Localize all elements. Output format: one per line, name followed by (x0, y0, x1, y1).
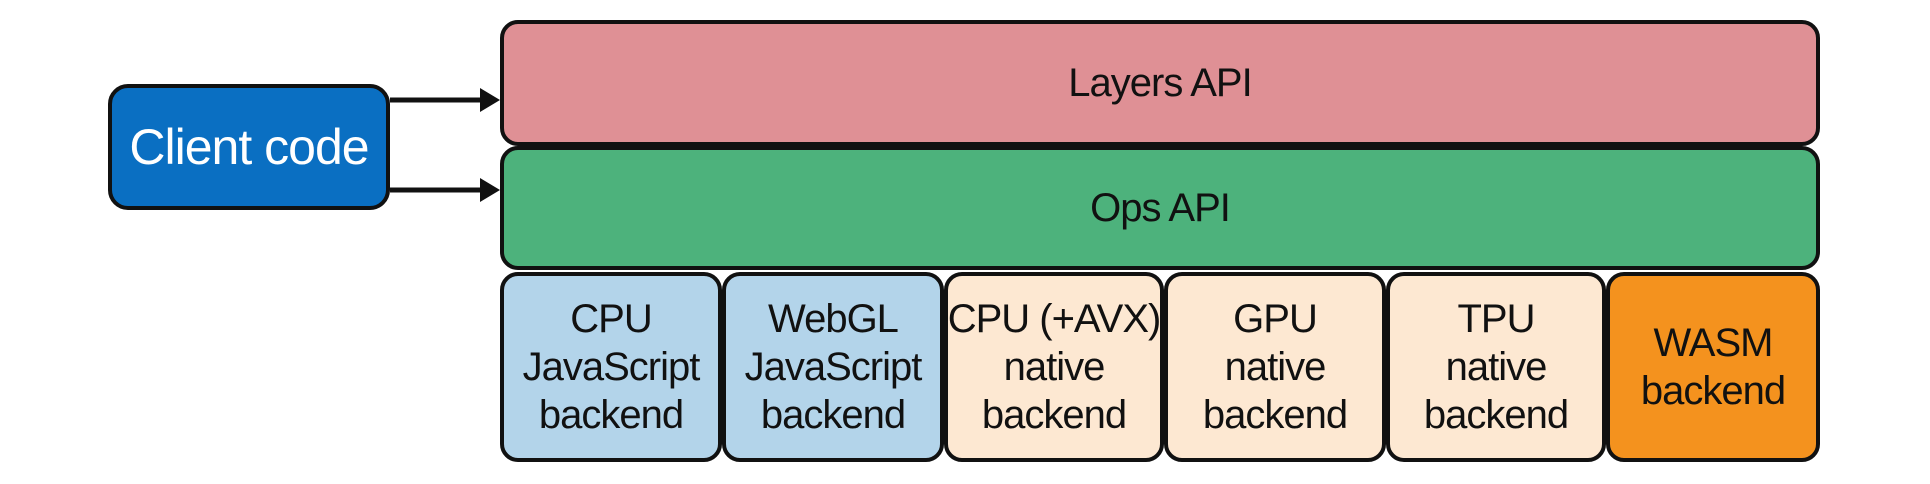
backend-tpu-native: TPU native backend (1386, 272, 1606, 462)
arrow-client-to-ops (390, 178, 500, 202)
backend-label-line: CPU (570, 297, 652, 341)
client-code-label: Client code (129, 119, 369, 175)
backend-label-line: WASM (1653, 321, 1774, 365)
ops-api-box: Ops API (500, 146, 1820, 270)
backend-label-line: TPU (1457, 297, 1536, 341)
backend-cpu-javascript: CPU JavaScript backend (500, 272, 722, 462)
backend-webgl-javascript: WebGL JavaScript backend (722, 272, 944, 462)
layers-api-label: Layers API (1068, 60, 1252, 105)
backend-label-line: backend (981, 393, 1127, 437)
backend-label-line: backend (1640, 369, 1786, 413)
backend-label-line: native (1003, 345, 1106, 389)
backend-label-line: native (1445, 345, 1548, 389)
backend-label-line: CPU (+AVX) (947, 297, 1162, 341)
backend-cpu-avx-native: CPU (+AVX) native backend (944, 272, 1164, 462)
backend-label-line: backend (1423, 393, 1569, 437)
layers-api-box: Layers API (500, 20, 1820, 146)
backend-label-line: backend (1202, 393, 1348, 437)
backend-label-line: backend (760, 393, 906, 437)
backend-label-line: JavaScript (522, 345, 701, 389)
backend-label-line: WebGL (768, 297, 899, 341)
backend-wasm: WASM backend (1606, 272, 1820, 462)
backend-label-line: backend (538, 393, 684, 437)
backend-gpu-native: GPU native backend (1164, 272, 1386, 462)
backend-label-line: GPU (1233, 297, 1318, 341)
backend-label-line: JavaScript (744, 345, 923, 389)
ops-api-label: Ops API (1090, 185, 1231, 230)
client-code-box: Client code (108, 84, 390, 210)
arrow-client-to-layers (390, 88, 500, 112)
backend-label-line: native (1224, 345, 1327, 389)
